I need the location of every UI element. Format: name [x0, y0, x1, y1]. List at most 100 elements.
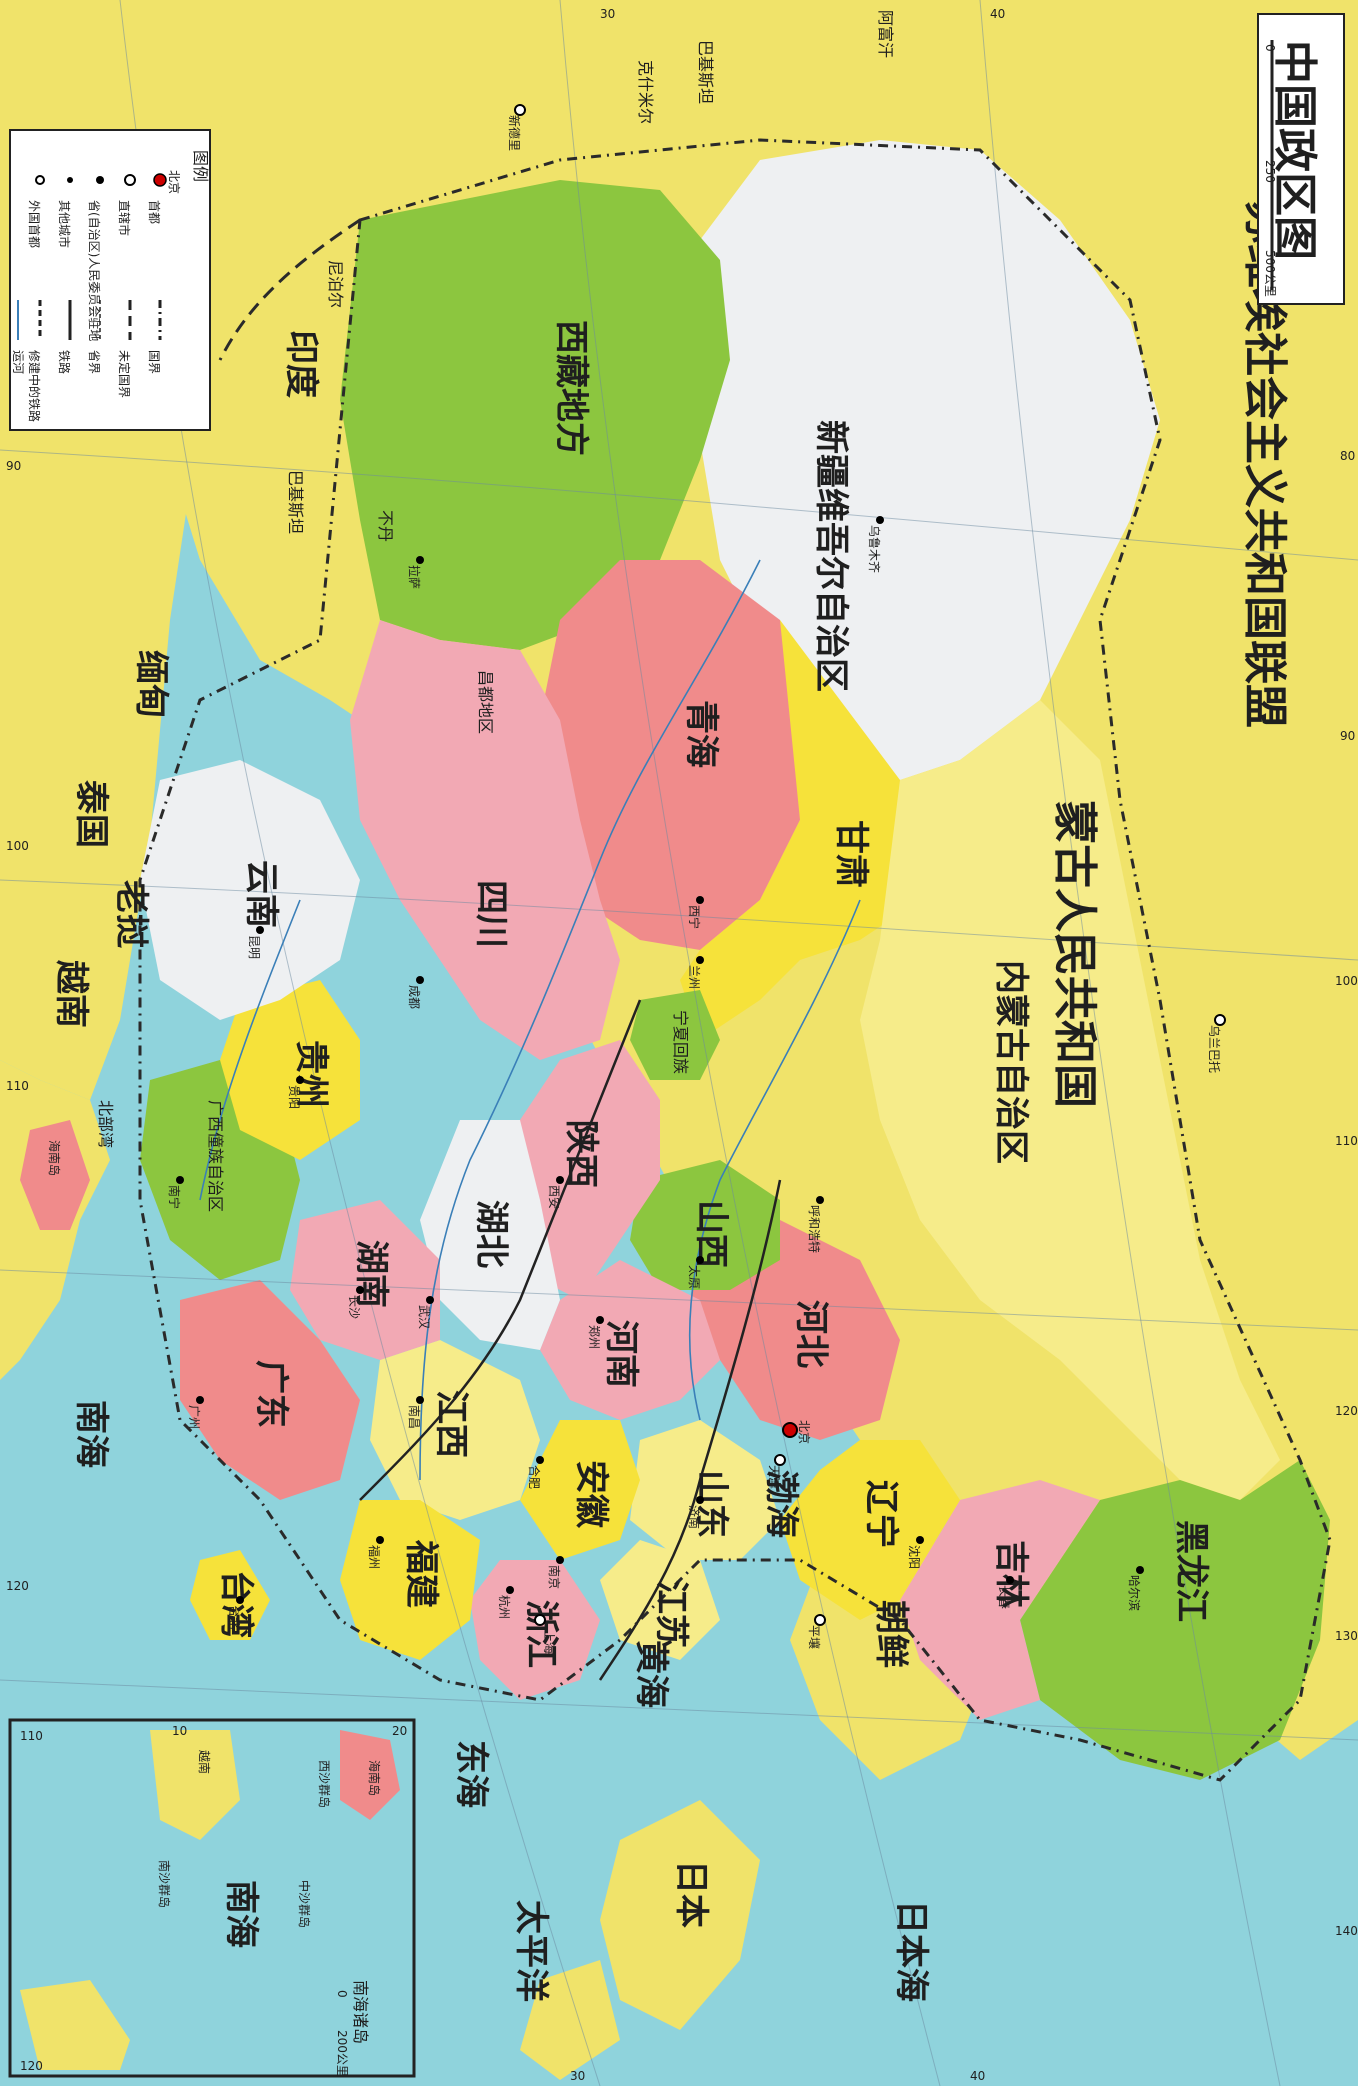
label-east-pakistan: 巴基斯坦: [286, 470, 305, 534]
guizhou-region: [220, 980, 360, 1160]
label-sichuan: 四川: [471, 880, 511, 948]
fujian-region: [340, 1500, 480, 1660]
city-lanzhou: 兰州: [687, 965, 701, 989]
qinghai-region: [540, 560, 820, 950]
city-nanning: 南宁: [167, 1185, 182, 1209]
inset-south-sea-islands: 南海诸岛 0 200公里 南海 西沙群岛 中沙群岛 南沙群岛 海南岛 越南 11…: [8, 1718, 416, 2078]
legend-label-province-seat: 省(自治区)人民委员会驻地: [87, 200, 102, 341]
legend-label-railway: 铁路: [57, 350, 72, 374]
inset-sea-label: 南海: [221, 1880, 261, 1948]
label-heilongjiang: 黑龙江: [1171, 1520, 1211, 1622]
legend-label-capital: 首都: [147, 200, 161, 224]
city-hefei: 合肥: [527, 1465, 542, 1489]
label-yellow-sea: 黄海: [631, 1640, 671, 1708]
city-shenyang: 沈阳: [907, 1545, 922, 1569]
label-afghanistan: 阿富汗: [876, 10, 895, 58]
label-hubei: 湖北: [471, 1200, 511, 1268]
liaoning-region: [780, 1440, 960, 1620]
label-east-sea: 东海: [451, 1740, 491, 1808]
city-lhasa: 拉萨: [407, 565, 422, 589]
lat-30: 30: [570, 2069, 585, 2083]
shandong-region: [630, 1420, 780, 1560]
legend-label-city: 其他城市: [57, 200, 72, 248]
city-taipei: 台北: [227, 1605, 242, 1629]
rivers: [199, 559, 861, 1481]
legend-label-national-border: 国界: [147, 350, 161, 374]
label-tibet: 西藏地方: [551, 320, 591, 456]
city-kunming: 昆明: [247, 935, 261, 959]
japan-land: [600, 1800, 760, 2030]
shaanxi-region: [520, 1040, 660, 1300]
hainan-region: [20, 1120, 90, 1230]
label-jiangsu: 江苏: [651, 1580, 691, 1648]
guangdong-region: [180, 1280, 360, 1500]
capital-marker: [782, 1422, 798, 1438]
city-shanghai: 上海: [542, 1630, 557, 1654]
label-fujian: 福建: [401, 1539, 441, 1608]
japan-land-2: [520, 1960, 620, 2080]
inset-hainan: 海南岛: [367, 1760, 382, 1796]
label-pakistan: 巴基斯坦: [696, 40, 715, 104]
label-xinjiang: 新疆维吾尔自治区: [811, 420, 851, 692]
jiangxi-region: [370, 1340, 540, 1520]
label-south-sea: 南海: [71, 1400, 111, 1468]
city-nanjing: 南京: [547, 1565, 562, 1589]
label-gansu: 甘肃: [831, 820, 871, 888]
label-mongolia: 蒙古人民共和国: [1049, 800, 1100, 1108]
taiwan-region: [190, 1550, 270, 1640]
heilongjiang-region: [1020, 1460, 1330, 1780]
label-anhui: 安徽: [571, 1460, 611, 1529]
city-ulaanbaatar: 乌兰巴托: [1207, 1025, 1222, 1073]
city-hohhot: 呼和浩特: [807, 1205, 822, 1253]
label-jilin: 吉林: [991, 1540, 1031, 1608]
city-new-delhi: 新德里: [507, 115, 522, 151]
sea-labels: 渤海 黄海 东海 南海 日本海 太平洋 北部湾: [71, 1100, 931, 2002]
lat-110: 110: [6, 1079, 29, 1093]
label-guizhou: 贵州: [291, 1040, 331, 1108]
label-tonkin: 北部湾: [96, 1100, 115, 1148]
label-pacific: 太平洋: [511, 1900, 551, 2002]
label-hunan: 湖南: [351, 1240, 391, 1308]
label-zhejiang: 浙江: [521, 1600, 561, 1668]
label-shaanxi: 陕西: [561, 1120, 601, 1188]
legend-sample-capital: 北京: [167, 170, 181, 194]
label-burma: 缅甸: [131, 650, 171, 718]
undefined-border-line: [218, 218, 361, 361]
inset-island-nansha: 南沙群岛: [157, 1860, 172, 1908]
label-vietnam: 越南: [51, 960, 91, 1028]
legend-box: 图例 北京 首都 直辖市 省(自治区)人民委员会驻地 其他城市 外国首都 国界 …: [9, 129, 211, 431]
scale-tick-500: 500公里: [1263, 250, 1277, 297]
city-guiyang: 贵阳: [287, 1085, 301, 1109]
label-kashmir: 克什米尔: [636, 60, 655, 124]
label-henan: 河南: [601, 1320, 641, 1388]
label-bhutan: 不丹: [376, 510, 395, 542]
city-urumqi: 乌鲁木齐: [867, 525, 882, 573]
ningxia-region: [630, 990, 720, 1080]
scale-tick-250: 250: [1263, 160, 1277, 183]
legend-label-canal: 运河: [11, 350, 25, 374]
legend-label-municipality: 直辖市: [117, 200, 132, 236]
label-changdu: 昌都地区: [476, 670, 495, 734]
city-taiyuan: 太原: [687, 1265, 702, 1289]
gansu-region: [680, 620, 940, 1040]
lat-100: 100: [6, 839, 29, 853]
label-korea: 朝鲜: [871, 1600, 911, 1668]
lon-120: 120: [1335, 1404, 1358, 1418]
label-jiangxi: 江西: [431, 1390, 471, 1458]
label-guangdong: 广东: [251, 1360, 291, 1428]
lon-100: 100: [1335, 974, 1358, 988]
city-nanchang: 南昌: [407, 1405, 422, 1429]
city-beijing: 北京: [797, 1420, 811, 1444]
region-labels: 新疆维吾尔自治区 西藏地方 青海 甘肃 内蒙古自治区 昌都地区 四川 云南 贵州…: [47, 320, 1211, 1668]
city-pyongyang: 平壤: [807, 1625, 822, 1649]
label-hainan: 海南岛: [47, 1140, 62, 1176]
inset-borneo-land: [20, 1980, 130, 2070]
city-hangzhou: 杭州: [497, 1595, 512, 1619]
label-inner-mongolia: 内蒙古自治区: [991, 960, 1031, 1164]
inset-island-xisha: 西沙群岛: [317, 1760, 332, 1808]
lon-40: 40: [990, 7, 1005, 21]
label-guangxi: 广西僮族自治区: [206, 1100, 225, 1212]
inset-vietnam: 越南: [197, 1750, 212, 1774]
inset-coord-110: 110: [20, 1729, 43, 1743]
